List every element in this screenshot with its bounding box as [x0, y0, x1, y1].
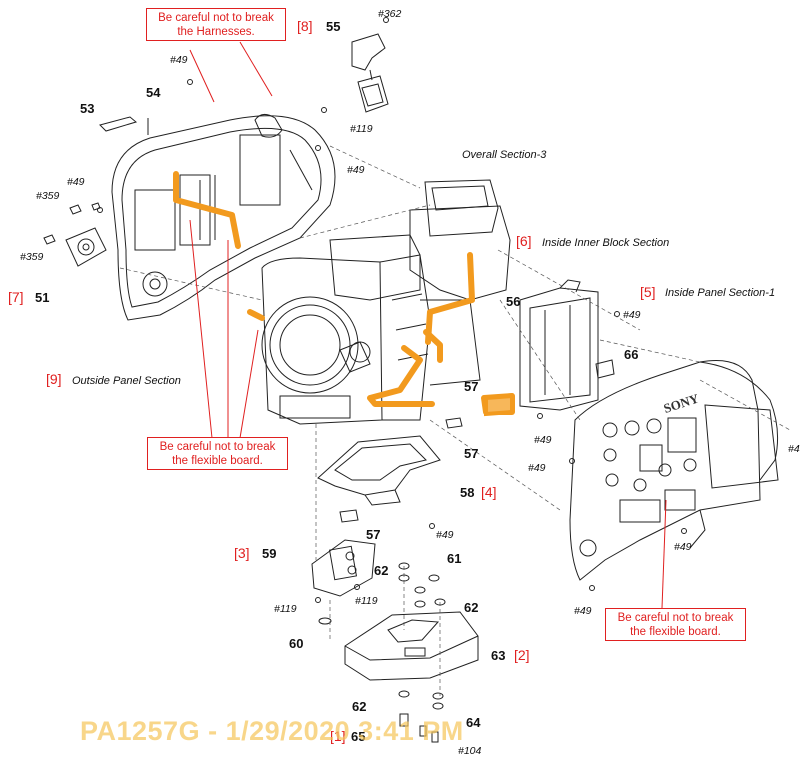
- note-flexible-left-line2: the flexible board.: [172, 455, 263, 467]
- part-57-label-b: 57: [464, 446, 478, 461]
- part-61-label: 61: [447, 551, 461, 566]
- part-56-drawing: [519, 279, 599, 411]
- bracket-3: [3]: [234, 545, 250, 561]
- part-59-drawing: [311, 539, 376, 597]
- screw-ref-49-left: #49: [67, 176, 85, 188]
- bracket-2: [2]: [514, 647, 530, 663]
- part-55-label: 55: [326, 19, 340, 34]
- part-57-label-c: 57: [366, 527, 380, 542]
- washers-drawing: [398, 562, 446, 710]
- part-53-label: 53: [80, 101, 94, 116]
- part-60-label: 60: [289, 636, 303, 651]
- part-65-label: 65: [351, 729, 365, 744]
- part-66-drawing: [595, 359, 615, 379]
- bracket-8: [8]: [297, 18, 313, 34]
- screw-ref-49-inner2: #49: [534, 434, 552, 446]
- screw-ref-49-edge: #4: [788, 443, 800, 455]
- screw-ref-49-panel2: #49: [674, 541, 692, 553]
- part-66-label: 66: [624, 347, 638, 362]
- label-outside-panel: Outside Panel Section: [72, 375, 181, 387]
- part-62-label-b: 62: [464, 600, 478, 615]
- screw-ref-49-under58: #49: [436, 529, 454, 541]
- part-65-drawing: [399, 713, 409, 727]
- bracket-5: [5]: [640, 284, 656, 300]
- part-58-label: 58: [460, 485, 474, 500]
- part-63-label: 63: [491, 648, 505, 663]
- note-flexible-right-line1: Be careful not to break: [617, 612, 734, 624]
- part-55-drawing: [351, 33, 389, 113]
- screw-ref-119-top: #119: [350, 123, 373, 135]
- screw-ref-49-top: #49: [170, 54, 188, 66]
- right-panel-drawing: [569, 360, 779, 581]
- note-flexible-right: Be careful not to break the flexible boa…: [605, 608, 746, 641]
- screw-ref-362: #362: [378, 8, 402, 20]
- bracket-1: [1]: [330, 728, 346, 744]
- note-flexible-left-line1: Be careful not to break: [159, 441, 276, 453]
- screw-ref-49-bottom: #49: [574, 605, 592, 617]
- bracket-4: [4]: [481, 484, 497, 500]
- part-59-label: 59: [262, 546, 276, 561]
- note-harnesses: Be careful not to break the Harnesses.: [146, 8, 286, 41]
- part-53-drawing: [99, 116, 138, 132]
- outside-panel-drawing: [111, 114, 336, 321]
- part-62-label-a: 62: [374, 563, 388, 578]
- part-63-drawing: [344, 611, 479, 681]
- part-57-drawing: [445, 417, 463, 429]
- note-harnesses-line2: the Harnesses.: [177, 26, 255, 38]
- screw-359-drawing: [69, 204, 82, 215]
- label-inside-panel-1: Inside Panel Section-1: [665, 287, 775, 299]
- sony-logo: SONY: [662, 390, 702, 416]
- part-56-label: 56: [506, 294, 520, 309]
- screw-ref-119-a: #119: [274, 603, 297, 615]
- part-64-label: 64: [466, 715, 481, 730]
- note-flexible-left: Be careful not to break the flexible boa…: [147, 437, 288, 470]
- part-51-label: 51: [35, 290, 49, 305]
- note-harnesses-line1: Be careful not to break: [158, 12, 274, 24]
- screw-ref-359-b: #359: [20, 251, 44, 263]
- flexible-cables: [173, 171, 515, 415]
- screws-drawing: [97, 17, 687, 603]
- bracket-7: [7]: [8, 289, 24, 305]
- note-flexible-right-line2: the flexible board.: [630, 626, 721, 638]
- part-60-drawing: [318, 617, 332, 625]
- label-overall-section-3: Overall Section-3: [462, 149, 547, 161]
- bracket-9: [9]: [46, 371, 62, 387]
- screw-ref-104: #104: [458, 745, 482, 757]
- screw-ref-119-b: #119: [355, 595, 378, 607]
- part-57-label-a: 57: [464, 379, 478, 394]
- screw-ref-49-mid: #49: [347, 164, 365, 176]
- warning-leader-lines: [189, 41, 667, 609]
- part-54-label: 54: [146, 85, 161, 100]
- watermark: PA1257G - 1/29/2020 3:41 PM: [80, 716, 464, 746]
- main-body-drawing: [261, 179, 511, 425]
- part-58-drawing: [317, 435, 441, 506]
- screw-ref-359-a: #359: [36, 190, 60, 202]
- bracket-6: [6]: [516, 233, 532, 249]
- alignment-lines: [119, 145, 791, 696]
- part-62-label-c: 62: [352, 699, 366, 714]
- label-inside-inner-block: Inside Inner Block Section: [542, 237, 669, 249]
- screw-ref-49-inner: #49: [623, 309, 641, 321]
- screw-ref-49-panel: #49: [528, 462, 546, 474]
- part-51-drawing: [65, 227, 107, 267]
